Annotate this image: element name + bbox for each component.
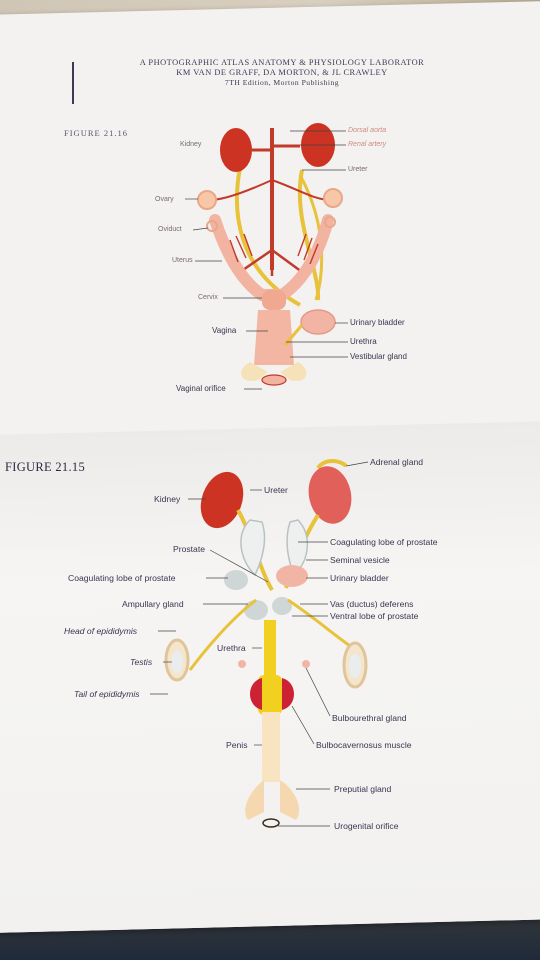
- label-kidney-male: Kidney: [154, 494, 181, 504]
- header-edition: 7TH Edition, Morton Publishing: [224, 78, 340, 87]
- label-cervix: Cervix: [198, 294, 218, 301]
- label-renal-artery: Renal artery: [348, 141, 387, 148]
- label-bulbocavernosus: Bulbocavernosus muscle: [316, 740, 412, 750]
- coagulating-lobe-left: [224, 570, 248, 590]
- label-urethra-male: Urethra: [217, 643, 246, 653]
- bulbourethral-gland-left: [238, 660, 246, 668]
- label-prostate: Prostate: [173, 544, 206, 554]
- header-title: A PHOTOGRAPHIC ATLAS ANATOMY & PHYSIOLOG…: [139, 58, 425, 67]
- adrenal-gland: [316, 459, 348, 470]
- label-urinary-bladder-female: Urinary bladder: [350, 318, 405, 327]
- iliac-arteries: [239, 248, 303, 276]
- label-uterus: Uterus: [172, 257, 193, 264]
- bulbourethral-gland-right: [302, 660, 310, 668]
- label-preputial-gland: Preputial gland: [334, 784, 392, 794]
- label-ureter-male: Ureter: [264, 485, 288, 495]
- label-urinary-bladder-male: Urinary bladder: [330, 573, 389, 583]
- page-header: A PHOTOGRAPHIC ATLAS ANATOMY & PHYSIOLOG…: [72, 58, 492, 88]
- female-leader-lines: [185, 130, 348, 390]
- male-leader-lines: [150, 489, 331, 827]
- ovary-left: [197, 190, 217, 210]
- label-oviduct: Oviduct: [158, 226, 182, 233]
- vagina: [254, 310, 294, 365]
- label-ampullary-gland: Ampullary gland: [122, 599, 184, 609]
- label-coagulating-lobe-left: Coagulating lobe of prostate: [68, 573, 176, 583]
- bulbocavernosus-left: [250, 678, 262, 710]
- label-ovary: Ovary: [155, 196, 174, 203]
- label-coagulating-lobe-right: Coagulating lobe of prostate: [330, 537, 438, 547]
- label-dorsal-aorta: Dorsal aorta: [348, 127, 387, 134]
- label-urethra-female: Urethra: [350, 337, 377, 346]
- label-adrenal-gland: Adrenal gland: [370, 457, 424, 467]
- ventral-lobe-prostate: [272, 597, 292, 615]
- urogenital-orifice: [262, 818, 280, 828]
- label-penis: Penis: [226, 740, 248, 750]
- kidney-left: [220, 128, 252, 172]
- preputial-gland-right: [280, 780, 300, 820]
- label-bulbourethral-gland: Bulbourethral gland: [332, 713, 407, 723]
- penis-shaft: [262, 712, 280, 782]
- vestibular-gland-right: [280, 362, 307, 381]
- bulbocavernosus-right: [282, 678, 294, 710]
- kidney-right-male: [308, 466, 352, 524]
- vas-deferens-left: [188, 598, 257, 671]
- testis-right-inner: [349, 654, 361, 678]
- label-vaginal-orifice: Vaginal orifice: [176, 384, 226, 393]
- vestibular-gland-left: [241, 362, 268, 381]
- label-ureter-female: Ureter: [348, 166, 368, 173]
- vaginal-orifice: [261, 374, 287, 386]
- ampullary-gland: [244, 600, 268, 620]
- label-urogenital-orifice: Urogenital orifice: [334, 821, 399, 831]
- kidney-left-male: [200, 471, 244, 529]
- label-tail-epididymis: Tail of epididymis: [74, 689, 140, 699]
- label-ventral-lobe-prostate: Ventral lobe of prostate: [330, 611, 419, 621]
- figure-2115-label: FIGURE 21.15: [5, 460, 85, 474]
- urethra-bulb: [258, 675, 282, 715]
- uterine-vessels: [229, 233, 319, 265]
- renal-arteries: [250, 144, 300, 152]
- preputial-gland-left: [245, 780, 264, 820]
- label-seminal-vesicle: Seminal vesicle: [330, 555, 390, 565]
- figure-2116-label: FIGURE 21.16: [64, 128, 128, 138]
- cervix: [262, 290, 286, 310]
- label-vestibular-gland: Vestibular gland: [350, 352, 407, 361]
- urinary-bladder-male: [276, 565, 308, 587]
- header-authors: KM VAN DE GRAFF, DA MORTON, & JL CRAWLEY: [176, 68, 388, 77]
- oviduct-right: [324, 216, 336, 228]
- label-head-epididymis: Head of epididymis: [64, 626, 138, 636]
- label-vagina: Vagina: [212, 326, 237, 335]
- testis-left-inner: [171, 651, 183, 673]
- urinary-bladder: [300, 309, 336, 335]
- label-kidney-female: Kidney: [180, 141, 202, 148]
- urethra-male: [264, 620, 276, 675]
- label-vas-deferens: Vas (ductus) deferens: [330, 599, 414, 609]
- ovary-right: [323, 188, 343, 208]
- oviduct-left: [206, 220, 218, 232]
- header-mark: [72, 62, 74, 104]
- label-testis: Testis: [130, 657, 153, 667]
